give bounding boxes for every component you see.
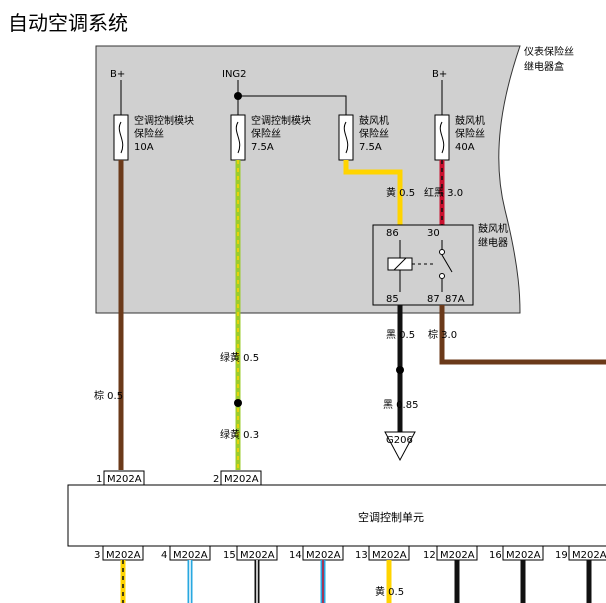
fuse-4-name-1: 鼓风机 — [455, 114, 485, 127]
svg-text:12: 12 — [423, 550, 436, 561]
ground-label: G206 — [386, 435, 413, 446]
bottom-connector-13: 13 M202A — [355, 545, 410, 561]
relay-name-2: 继电器 — [478, 236, 508, 249]
fuse-1-name-1: 空调控制模块 — [134, 114, 194, 127]
svg-text:M202A: M202A — [372, 550, 407, 561]
relay-contact-common — [439, 249, 445, 255]
svg-text:13: 13 — [355, 550, 368, 561]
fuse-4-name-2: 保险丝 — [455, 127, 485, 140]
svg-text:19: 19 — [555, 550, 568, 561]
fuse-2 — [230, 114, 246, 161]
bottom-connector-19: 19 M202A — [555, 545, 606, 561]
connector-2-pin: 2 — [213, 474, 219, 485]
svg-text:M202A: M202A — [506, 550, 541, 561]
svg-text:M202A: M202A — [106, 550, 141, 561]
connector-2-code: M202A — [224, 474, 259, 485]
relay-coil-slash — [393, 257, 407, 271]
svg-text:14: 14 — [289, 550, 302, 561]
fuse-1-rating: 10A — [134, 142, 154, 153]
wire-label-w1: 棕 0.5 — [94, 389, 123, 402]
fuse-3-name-1: 鼓风机 — [359, 114, 389, 127]
page-title: 自动空调系统 — [8, 11, 128, 35]
connector-1-pin: 1 — [96, 474, 102, 485]
relay-pin-86: 86 — [386, 228, 399, 239]
ground-symbol — [384, 431, 416, 462]
wire-label-w4: 红黑 3.0 — [424, 186, 463, 199]
wire-label-w2b: 绿黄 0.3 — [220, 428, 259, 441]
svg-text:M202A: M202A — [240, 550, 275, 561]
fuse-1 — [113, 114, 129, 161]
bottom-connector-14: 14 M202A — [289, 545, 344, 561]
svg-text:M202A: M202A — [173, 550, 208, 561]
relay-switch-arm — [441, 254, 453, 273]
fuse-box-label-1: 仪表保险丝 — [524, 45, 574, 58]
green-yellow-splice — [234, 399, 242, 407]
power-label-ing2: ING2 — [222, 69, 247, 80]
relay-pin-87: 87 — [427, 294, 440, 305]
fuse-1-name-2: 保险丝 — [134, 127, 164, 140]
svg-text:M202A: M202A — [306, 550, 341, 561]
wire-label-w3: 黄 0.5 — [386, 186, 415, 199]
ac-control-unit-label: 空调控制单元 — [358, 510, 424, 524]
relay-pin-85: 85 — [386, 294, 399, 305]
fuse-2-name-1: 空调控制模块 — [251, 114, 311, 127]
fuse-3-rating: 7.5A — [359, 142, 382, 153]
bottom-connector-12: 12 M202A — [423, 545, 478, 561]
bottom-connector-3: 3 M202A — [94, 545, 144, 561]
svg-text:15: 15 — [223, 550, 236, 561]
svg-text:4: 4 — [161, 550, 167, 561]
wire-brown-3-0 — [439, 305, 606, 365]
wire-label-w2a: 绿黄 0.5 — [220, 351, 259, 364]
svg-text:3: 3 — [94, 550, 100, 561]
fuse-3-name-2: 保险丝 — [359, 127, 389, 140]
bottom-wire-13-label: 黄 0.5 — [375, 585, 404, 598]
relay-name-1: 鼓风机 — [478, 222, 508, 235]
ing2-branch — [238, 95, 347, 115]
power-label-bplus-2: B+ — [432, 69, 447, 80]
black-splice — [396, 366, 404, 374]
bottom-connector-16: 16 M202A — [489, 545, 544, 561]
ac-control-unit — [67, 484, 606, 547]
fuse-4-rating: 40A — [455, 142, 475, 153]
wire-label-w6: 棕 3.0 — [428, 328, 457, 341]
svg-text:M202A: M202A — [572, 550, 606, 561]
fuse-box-label-2: 继电器盒 — [524, 60, 564, 73]
power-label-bplus-1: B+ — [110, 69, 125, 80]
connector-1-code: M202A — [107, 474, 142, 485]
wire-yellow-0-5 — [343, 160, 403, 225]
svg-text:16: 16 — [489, 550, 502, 561]
relay-contact-nc — [439, 273, 445, 279]
fuse-4 — [434, 114, 450, 161]
wire-label-w5a: 黑 0.5 — [386, 329, 415, 341]
wire-label-w5b: 黑 0.85 — [383, 399, 418, 411]
fuse-2-name-2: 保险丝 — [251, 127, 281, 140]
relay-pin-87a: 87A — [445, 294, 465, 305]
svg-text:M202A: M202A — [440, 550, 475, 561]
relay-pin-30: 30 — [427, 228, 440, 239]
fuse-2-rating: 7.5A — [251, 142, 274, 153]
bottom-connector-15: 15 M202A — [223, 545, 278, 561]
fuse-3 — [338, 114, 354, 161]
bottom-connector-4: 4 M202A — [161, 545, 211, 561]
